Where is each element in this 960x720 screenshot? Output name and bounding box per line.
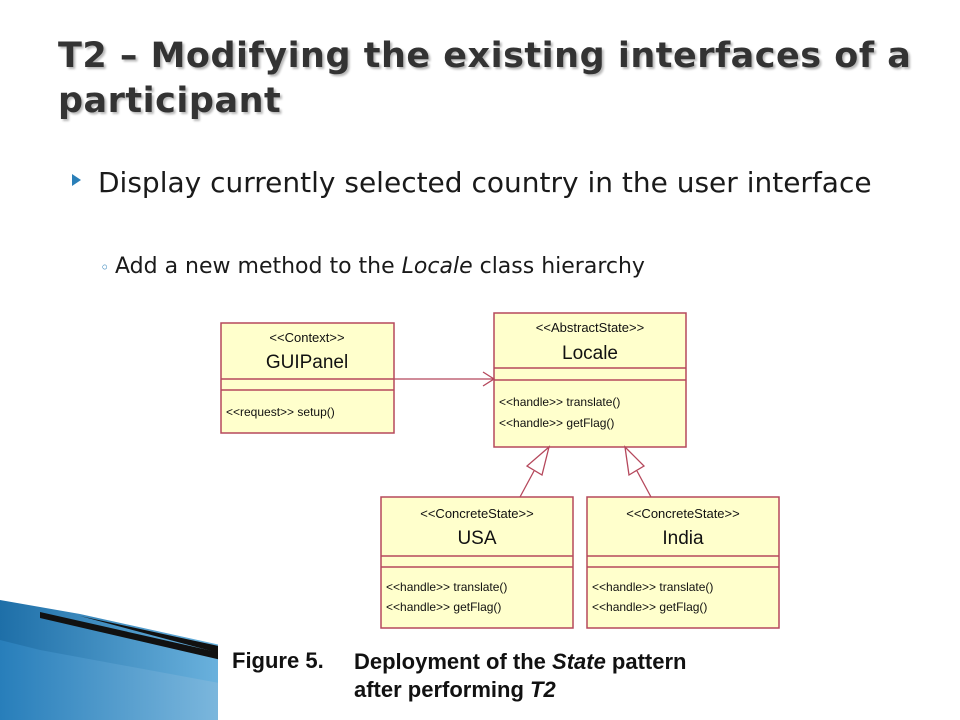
ribbon-dark xyxy=(40,612,230,662)
generalization-india-locale xyxy=(624,445,652,498)
usa-method-2: <<handle>> getFlag() xyxy=(386,600,501,614)
guipanel-name: GUIPanel xyxy=(266,352,348,373)
guipanel-method: <<request>> setup() xyxy=(226,405,335,419)
india-stereotype: <<ConcreteState>> xyxy=(626,506,739,521)
usa-method-1: <<handle>> translate() xyxy=(386,580,507,594)
usa-stereotype: <<ConcreteState>> xyxy=(420,506,533,521)
class-locale: <<AbstractState>> Locale <<handle>> tran… xyxy=(493,312,687,448)
ribbon-light xyxy=(0,640,420,720)
caption-line-2-start: after performing xyxy=(354,677,531,702)
caption-line-2: after performing T2 xyxy=(354,676,874,704)
india-method-1: <<handle>> translate() xyxy=(592,580,713,594)
india-method-2: <<handle>> getFlag() xyxy=(592,600,707,614)
figure-caption: Figure 5. Deployment of the State patter… xyxy=(218,638,960,720)
sub-bullet-text: Add a new method to the xyxy=(115,254,402,279)
association-arrow xyxy=(394,371,496,387)
locale-method-1: <<handle>> translate() xyxy=(499,395,620,409)
slide-title: T2 – Modifying the existing interfaces o… xyxy=(58,36,912,121)
sub-bullet-emphasis: Locale xyxy=(401,254,473,279)
caption-emphasis-state: State xyxy=(552,649,606,674)
sub-bullet-text-end: class hierarchy xyxy=(472,254,645,279)
sub-bullet-circle-icon: ◦ xyxy=(100,258,110,277)
caption-label: Figure 5. xyxy=(232,648,324,673)
bullet-text: Display currently selected country in th… xyxy=(98,166,872,199)
caption-line-1: Deployment of the State pattern xyxy=(354,648,874,676)
locale-stereotype: <<AbstractState>> xyxy=(536,320,644,335)
class-guipanel: <<Context>> GUIPanel <<request>> setup() xyxy=(220,322,395,434)
sub-bullet: ◦ Add a new method to the Locale class hi… xyxy=(100,252,900,283)
class-india: <<ConcreteState>> India <<handle>> trans… xyxy=(586,496,780,629)
guipanel-stereotype: <<Context>> xyxy=(269,330,344,345)
bullet-arrow-icon xyxy=(72,174,81,186)
class-usa: <<ConcreteState>> USA <<handle>> transla… xyxy=(380,496,574,629)
locale-name: Locale xyxy=(562,343,618,364)
caption-text: Deployment of the State pattern after pe… xyxy=(354,648,874,704)
generalization-usa-locale xyxy=(519,445,551,498)
india-name: India xyxy=(662,528,704,549)
caption-emphasis-t2: T2 xyxy=(530,677,556,702)
caption-line-1-end: pattern xyxy=(605,649,687,674)
caption-line-1-start: Deployment of the xyxy=(354,649,553,674)
bullet: Display currently selected country in th… xyxy=(72,164,892,201)
locale-method-2: <<handle>> getFlag() xyxy=(499,416,614,430)
usa-name: USA xyxy=(457,528,496,549)
